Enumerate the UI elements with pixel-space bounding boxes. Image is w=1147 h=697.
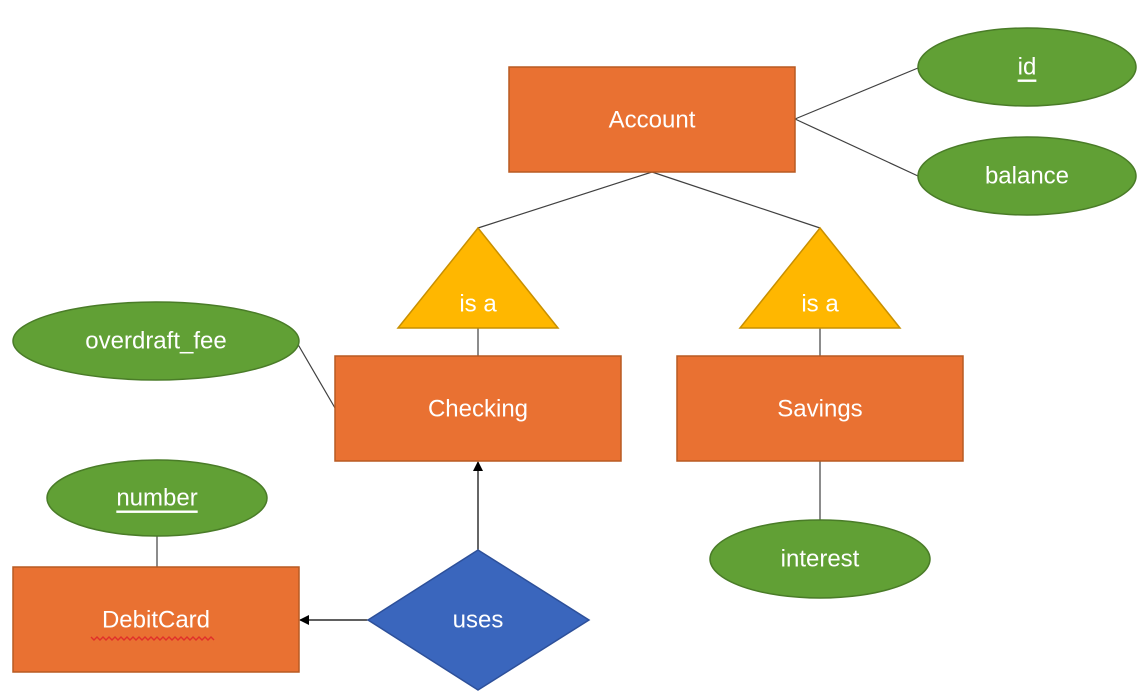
isa-savings[interactable]: is a: [738, 226, 902, 329]
isa-checking-label: is a: [459, 291, 497, 318]
attribute-number-label: number: [116, 485, 197, 512]
entity-savings-label: Savings: [777, 396, 862, 423]
attribute-number[interactable]: number: [46, 459, 268, 537]
attribute-overdraft-fee-label: overdraft_fee: [85, 328, 226, 355]
entity-account[interactable]: Account: [508, 66, 796, 173]
attribute-interest-label: interest: [781, 546, 860, 573]
connector-account-balance: [794, 118, 919, 177]
entity-checking-label: Checking: [428, 396, 528, 423]
isa-checking[interactable]: is a: [396, 226, 560, 329]
relationship-uses[interactable]: uses: [366, 549, 591, 691]
attribute-interest[interactable]: interest: [709, 519, 931, 599]
connector-account-id: [794, 67, 919, 120]
relationship-uses-label: uses: [453, 607, 504, 634]
attribute-balance[interactable]: balance: [917, 136, 1137, 216]
connector-account-isa-checking: [477, 171, 653, 229]
entity-checking[interactable]: Checking: [334, 355, 622, 462]
attribute-overdraft-fee[interactable]: overdraft_fee: [12, 301, 300, 381]
connector-account-isa-savings: [651, 171, 821, 229]
entity-debitcard-label: DebitCard: [102, 607, 210, 634]
spellcheck-squiggle: [90, 636, 215, 641]
connector-overdraft-checking: [295, 340, 336, 409]
attribute-balance-label: balance: [985, 163, 1069, 190]
entity-savings[interactable]: Savings: [676, 355, 964, 462]
isa-savings-label: is a: [801, 291, 839, 318]
attribute-id-label: id: [1018, 54, 1037, 81]
attribute-id[interactable]: id: [917, 27, 1137, 107]
connectors: [156, 67, 919, 625]
entity-account-label: Account: [609, 107, 696, 134]
entity-debitcard[interactable]: DebitCard: [12, 566, 300, 673]
